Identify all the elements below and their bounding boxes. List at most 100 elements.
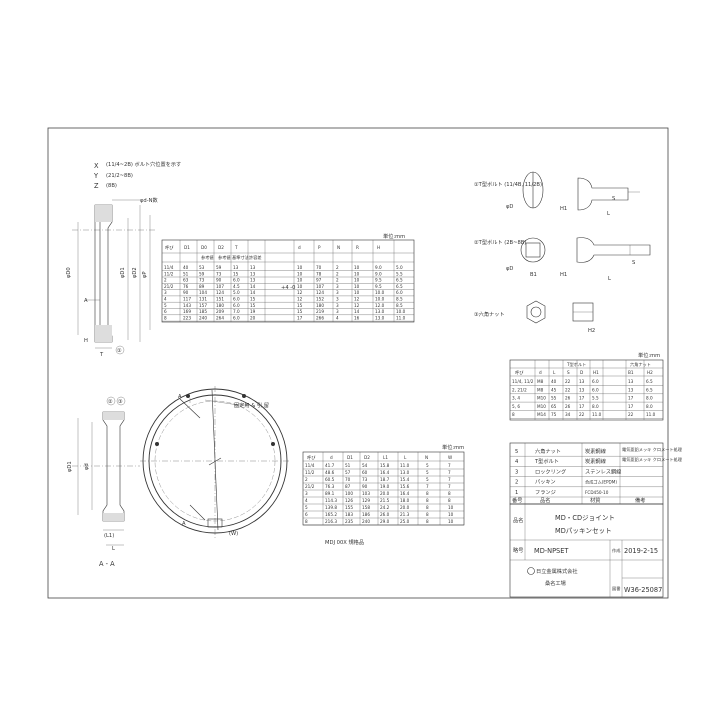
flange-table-cell: 7.0 [233, 309, 240, 314]
view-arrow-a-top: A [178, 394, 182, 400]
bolt-table-cell: 22 [565, 387, 571, 392]
part-1-marker: ① [117, 348, 122, 354]
dim-d0-label: φD0 [66, 267, 72, 278]
ring-dim-l: L [112, 546, 115, 552]
parts-list-header: 番号 [512, 497, 522, 504]
flange-table-cell: 124 [216, 290, 224, 295]
part-name: フランジ [535, 489, 556, 496]
bolt-table-header: D [580, 370, 583, 375]
flange-table-header: d [298, 245, 301, 250]
flange-table-cell: 157 [199, 303, 207, 308]
flange-table-cell: 10.0 [396, 309, 406, 314]
ring-table-cell: 103 [362, 491, 370, 496]
ring-table-cell: 126 [345, 498, 353, 503]
ring-table-cell: 10 [448, 519, 454, 524]
flange-table-cell: 107 [216, 284, 224, 289]
bolt-table-cell: 6.0 [592, 379, 599, 384]
flange-table-cell: 2 [336, 278, 339, 283]
legend-x-label: X [94, 162, 99, 170]
flange-table-cell: 107 [316, 284, 324, 289]
parts-list-header: 品名 [540, 496, 550, 504]
flange-table-subheader: 許容差 [249, 254, 262, 261]
flange-table-cell: 12 [297, 290, 303, 295]
t-bolt-1-dim-h1: H1 [560, 206, 567, 212]
part-number: 2 [515, 480, 518, 486]
flange-table-cell: 70 [316, 265, 322, 270]
flange-section-view: φd-N数 φD0 φD1 φD2 φP A H T ① [66, 196, 158, 358]
ring-table-cell: 5 [426, 463, 429, 468]
bolt-table-cell: 8.0 [646, 404, 653, 409]
flange-table-cell: 90 [183, 290, 189, 295]
ring-table-cell: 10 [448, 512, 454, 517]
flange-table-cell: 15 [297, 303, 303, 308]
bolt-table-cell: 22 [628, 412, 634, 417]
drawing-number: W36-25087 [624, 586, 662, 594]
ring-table-cell: 139.8 [325, 505, 337, 510]
flange-table-cell: 10.0 [375, 297, 385, 302]
flange-table-header: 呼び [165, 244, 174, 250]
flange-table-header: D0 [201, 245, 207, 250]
ring-table-cell: 4 [305, 498, 308, 503]
ring-table-cell: 25.0 [400, 519, 410, 524]
ring-table-cell: 21.5 [380, 498, 390, 503]
note-line-2: (21/2~8B) [106, 173, 133, 179]
ring-front-view: 固定用 & 引 留 A A (W) [140, 386, 290, 538]
flange-table-cell: 13 [250, 265, 256, 270]
bolt-table-cell: 40 [551, 379, 557, 384]
company-name: 日立金属株式会社 [536, 567, 578, 575]
bolt-table-cell: 26 [565, 404, 571, 409]
ring-table-cell: 3 [305, 491, 308, 496]
ring-table-cell: 16.4 [380, 470, 390, 475]
bolt-table-cell: 75 [551, 412, 557, 417]
ring-table-header: N [425, 455, 428, 460]
flange-table-cell: 10 [297, 278, 303, 283]
bolt-table-cell: 17 [628, 396, 634, 401]
flange-table-cell: 12 [354, 303, 360, 308]
ring-table-cell: 21.3 [400, 512, 410, 517]
parts-list-header: 材質 [590, 496, 600, 504]
flange-table-header: N [337, 245, 340, 250]
flange-table-cell: 131 [199, 297, 207, 302]
bolt-table-cell: 6.0 [592, 387, 599, 392]
ring-section-view: ② ③ φD1 φd (L1) L A - A [67, 396, 140, 568]
ring-table-cell: 155 [345, 505, 353, 510]
ring-table-cell: 26.0 [380, 512, 390, 517]
ring-table-cell: 8 [448, 498, 451, 503]
section-a-a-label: A - A [99, 560, 115, 568]
flange-table-cell: 6 [164, 309, 167, 314]
bolt-table-cell: M8 [537, 379, 544, 384]
bolt-table-cell: 11.0 [646, 412, 656, 417]
flange-table-cell: 9.0 [375, 265, 382, 270]
ring-table-cell: 7 [426, 484, 429, 489]
flange-table-cell: 13 [233, 265, 239, 270]
ring-dim-d1: φD1 [67, 461, 73, 472]
flange-table-cell: 97 [316, 278, 322, 283]
flange-table-cell: 264 [216, 315, 224, 320]
bolt-table-unit: 単位:mm [638, 351, 660, 359]
flange-table-cell: 143 [183, 303, 191, 308]
dim-t-label: T [99, 352, 104, 358]
flange-table-cell: 2 [336, 265, 339, 270]
bolt-table-cell: 5, 6 [512, 404, 520, 409]
parts-list-header: 備考 [635, 496, 645, 504]
bolt-table-cell: 17 [579, 404, 585, 409]
plant-name: 桑名工場 [545, 579, 566, 587]
ring-dim-w: (W) [229, 531, 238, 537]
ring-table-cell: 13.0 [400, 470, 410, 475]
ring-table-cell: 5 [426, 477, 429, 482]
ring-table-cell: 73 [362, 477, 368, 482]
ring-table-cell: 15.4 [400, 477, 410, 482]
flange-table-cell: 209 [216, 309, 224, 314]
flange-table-cell: 6.5 [396, 278, 403, 283]
flange-table-cell: 219 [316, 309, 324, 314]
flange-table-cell: 51 [183, 271, 189, 276]
t-bolt-1-drawing: ①T型ボルト (11/4B, 11/2B) φD H1 S L [474, 171, 640, 217]
flange-table-cell: 14 [250, 284, 256, 289]
flange-table-header: D1 [184, 245, 190, 250]
product-name-line1: MD・CDジョイント [555, 514, 615, 522]
ring-table-cell: 89.1 [325, 491, 335, 496]
flange-table-subheader: 基準寸法 [232, 254, 249, 261]
note-line-3: (8B) [106, 183, 117, 189]
